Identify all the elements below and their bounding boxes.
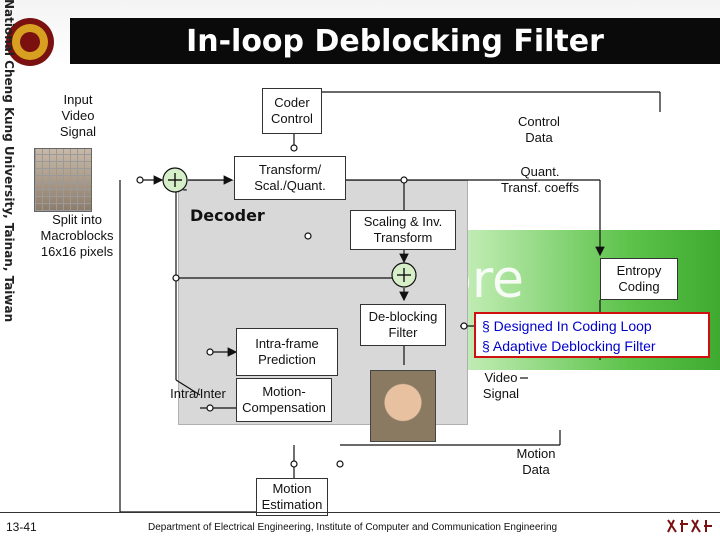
decoded-frame-image — [370, 370, 436, 442]
callout-item-1: § Designed In Coding Loop — [482, 318, 652, 334]
minus-sign: - — [182, 181, 188, 198]
slide-title: In-loop Deblocking Filter — [186, 24, 604, 59]
callout-box: § Designed In Coding Loop § Adaptive Deb… — [474, 312, 710, 358]
transform-quant-box: Transform/Scal./Quant. — [234, 156, 346, 200]
page-number: 13-41 — [6, 520, 37, 534]
university-seal — [664, 516, 716, 536]
motion-compensation-box: Motion-Compensation — [236, 378, 332, 422]
title-bar — [70, 18, 720, 64]
scaling-inv-transform-box: Scaling & Inv.Transform — [350, 210, 456, 250]
callout-item-2: § Adaptive Deblocking Filter — [482, 338, 656, 354]
quant-coeffs-label: Quant.Transf. coeffs — [500, 164, 580, 195]
decoder-label: Decoder — [190, 206, 265, 225]
university-logo — [6, 18, 54, 66]
footer-divider — [0, 512, 720, 513]
department-footer: Department of Electrical Engineering, In… — [148, 522, 558, 533]
intra-inter-label: Intra/Inter — [170, 386, 226, 401]
input-frame-image — [34, 148, 92, 212]
